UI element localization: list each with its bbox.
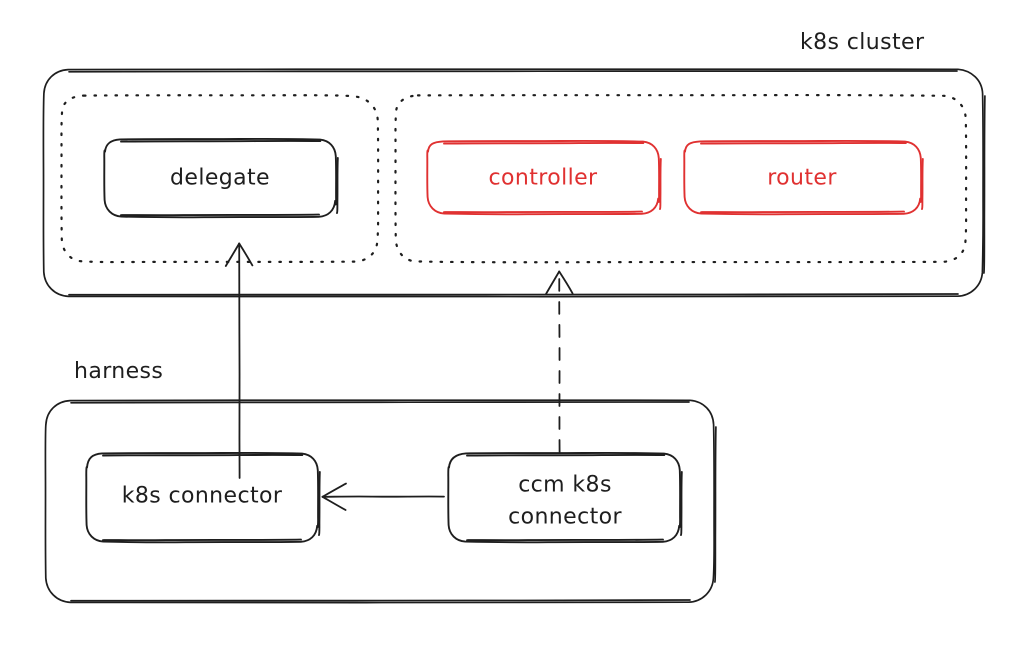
node-k8s-connector-outline[interactable] <box>85 451 321 544</box>
node-router-outline[interactable] <box>683 139 924 216</box>
group-k8s-cluster <box>42 68 986 298</box>
group-harness <box>44 399 717 604</box>
subgroup-delegate-namespace <box>60 94 380 264</box>
node-label-controller: controller <box>488 165 598 191</box>
edge-ccm-connector-to-controller-namespace <box>545 270 574 453</box>
node-ccm-k8s-connector-outline[interactable] <box>447 451 683 544</box>
group-label-k8s-cluster: k8s cluster <box>800 30 925 55</box>
edge-connector-to-delegate <box>224 242 254 479</box>
node-label-ccm-k8s-connector-line2: connector <box>508 504 622 530</box>
node-delegate-outline[interactable] <box>103 137 339 219</box>
group-label-harness: harness <box>74 359 164 384</box>
node-label-delegate: delegate <box>170 165 270 191</box>
subgroup-controller-namespace <box>394 93 968 264</box>
node-controller-outline[interactable] <box>426 139 662 216</box>
edge-ccm-connector-to-k8s-connector <box>321 482 445 511</box>
node-label-ccm-k8s-connector-line1: ccm k8s <box>518 472 612 498</box>
node-label-router: router <box>767 165 837 191</box>
node-label-k8s-connector: k8s connector <box>121 483 283 509</box>
